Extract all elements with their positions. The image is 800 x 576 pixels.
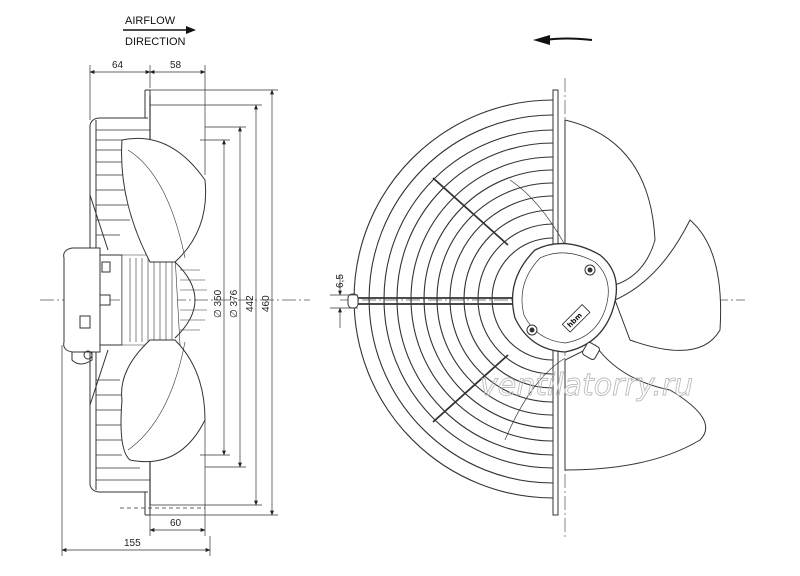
dim-64: 64 bbox=[112, 60, 124, 71]
hub-cooling-ribs bbox=[180, 269, 207, 331]
blade-right bbox=[614, 219, 722, 351]
guard-mount-tab bbox=[347, 293, 359, 309]
top-flange bbox=[144, 89, 151, 118]
dim-442: 442 bbox=[245, 295, 256, 312]
bottom-flange bbox=[144, 492, 151, 516]
motor-hub-inner bbox=[521, 252, 609, 344]
blade-lower-right bbox=[564, 344, 707, 471]
motor-bolt bbox=[99, 294, 111, 306]
dim-60: 60 bbox=[170, 518, 182, 529]
dim-58: 58 bbox=[170, 60, 182, 71]
guard-ring-lines bbox=[96, 129, 150, 481]
guard-top-curve bbox=[89, 117, 148, 126]
cable-gland bbox=[71, 352, 93, 365]
watermark: ventilatorry.ru bbox=[480, 368, 693, 403]
side-view bbox=[40, 89, 310, 516]
terminal-box-side bbox=[79, 315, 91, 329]
hub-outline bbox=[174, 261, 196, 339]
airflow-direction-label: AIRFLOW DIRECTION bbox=[123, 15, 196, 48]
guard-struts bbox=[89, 194, 109, 406]
dim-350: ∅ 350 bbox=[213, 289, 224, 318]
hub-screw-top-center bbox=[587, 267, 593, 273]
blade-bottom-side bbox=[120, 339, 206, 463]
guard-bottom-curve bbox=[89, 484, 148, 493]
blade-ghost-top bbox=[509, 179, 566, 246]
side-view-dimensions bbox=[61, 65, 278, 556]
guard-spokes bbox=[350, 177, 515, 423]
blade-ghost-bottom bbox=[504, 357, 566, 441]
slot-dimension bbox=[330, 275, 358, 328]
blade-bottom-edge bbox=[127, 341, 186, 451]
dim-376: ∅ 376 bbox=[229, 289, 240, 318]
hub-screw-bottom-center bbox=[529, 327, 535, 333]
dim-460: 460 bbox=[261, 295, 272, 312]
motor-housing bbox=[63, 247, 101, 353]
front-view bbox=[340, 78, 745, 540]
motor-screw-top bbox=[101, 261, 111, 273]
side-dimension-labels: 64 58 60 155 460 442 ∅ 376 ∅ 350 bbox=[112, 60, 272, 549]
airflow-text: AIRFLOW bbox=[125, 15, 176, 27]
hub-cable-gland bbox=[582, 342, 600, 360]
airflow-arrowhead bbox=[186, 26, 196, 34]
direction-text: DIRECTION bbox=[125, 36, 186, 48]
dim-155: 155 bbox=[124, 538, 141, 549]
rotor-fins bbox=[121, 254, 181, 346]
dim-6-5: 6,5 bbox=[335, 274, 346, 288]
motor-hub bbox=[511, 242, 618, 353]
rotation-direction-arrow bbox=[533, 35, 593, 45]
blade-top-edge bbox=[127, 149, 186, 259]
gland-circle bbox=[83, 350, 93, 360]
blade-top-side bbox=[121, 137, 207, 263]
